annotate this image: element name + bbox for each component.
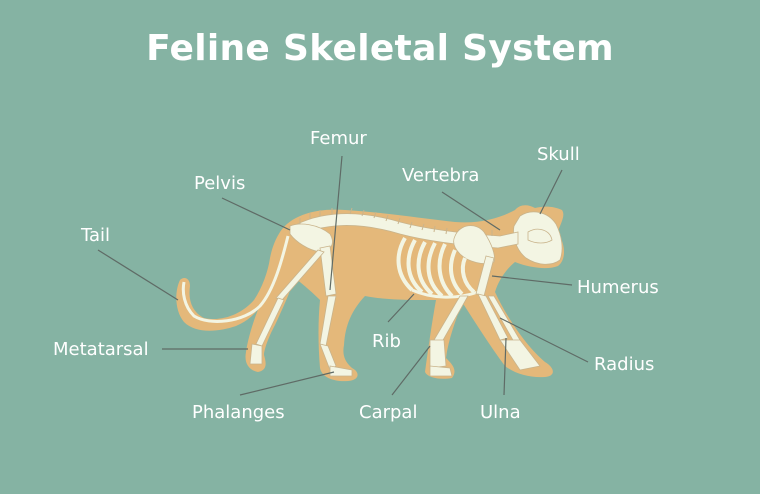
skull-bone <box>513 211 563 265</box>
label-tail: Tail <box>81 225 111 246</box>
label-carpal: Carpal <box>359 402 418 423</box>
leader-rib <box>387 293 415 323</box>
leader-phalanges <box>239 371 335 396</box>
diagram-title: Feline Skeletal System <box>146 28 614 69</box>
rib-bones <box>396 236 476 298</box>
label-vertebra: Vertebra <box>402 165 480 186</box>
leader-lines <box>97 155 589 396</box>
carpal-bone <box>429 339 447 369</box>
label-humerus: Humerus <box>577 277 659 298</box>
leader-pelvis <box>221 197 291 231</box>
leader-femur <box>329 155 343 291</box>
metatarsal-bone <box>249 343 263 365</box>
label-phalanges: Phalanges <box>192 402 285 423</box>
scapula-bone <box>453 225 495 264</box>
label-radius: Radius <box>594 354 655 375</box>
ulna-bone <box>499 339 541 371</box>
label-metatarsal: Metatarsal <box>53 339 149 360</box>
leader-carpal <box>391 345 431 396</box>
leader-radius <box>499 317 589 363</box>
tail-bones <box>181 235 290 323</box>
label-ulna: Ulna <box>480 402 521 423</box>
label-rib: Rib <box>372 331 401 352</box>
label-pelvis: Pelvis <box>194 173 246 194</box>
label-skull: Skull <box>537 144 580 165</box>
bones <box>181 207 563 377</box>
leader-humerus <box>491 275 573 286</box>
label-femur: Femur <box>310 128 367 149</box>
femur-bone <box>319 245 337 297</box>
leader-vertebra <box>441 191 501 231</box>
leader-ulna <box>503 337 507 396</box>
leader-skull <box>539 169 563 215</box>
leader-tail <box>97 249 179 301</box>
